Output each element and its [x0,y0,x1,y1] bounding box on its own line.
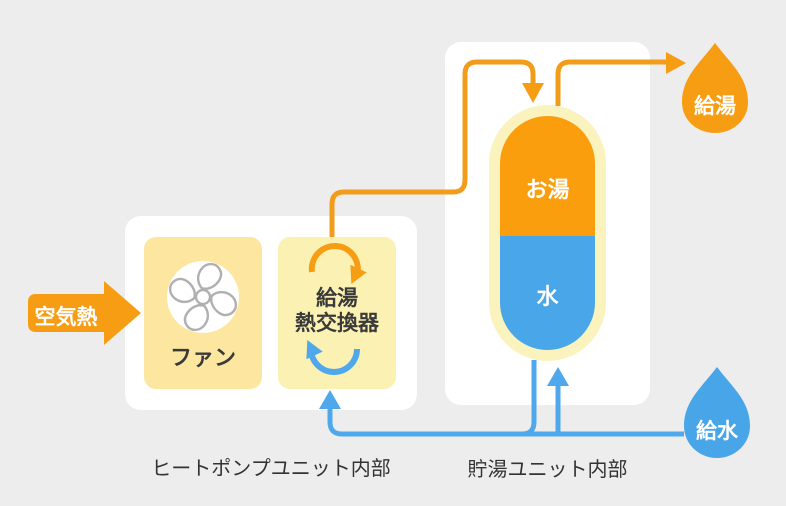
heat-exchanger-box [278,237,396,389]
storage-unit-caption: 貯湯ユニット内部 [467,459,628,481]
heat-pump-unit-caption: ヒートポンプユニット内部 [151,458,391,480]
hot-water-droplet-icon [682,43,748,133]
fan-box [144,237,262,389]
arrow-into-hot-droplet-icon [666,52,686,74]
storage-tank [500,116,595,350]
tank-cold-water-section [500,236,595,350]
air-heat-label: 空気熱 [34,306,98,329]
tank-hot-water-section [500,116,595,236]
hot-water-out-label: 給湯 [694,95,736,118]
pipe-cold-main [327,409,684,437]
cold-water-in-label: 給水 [696,420,738,443]
cold-water-droplet-icon [684,367,750,458]
